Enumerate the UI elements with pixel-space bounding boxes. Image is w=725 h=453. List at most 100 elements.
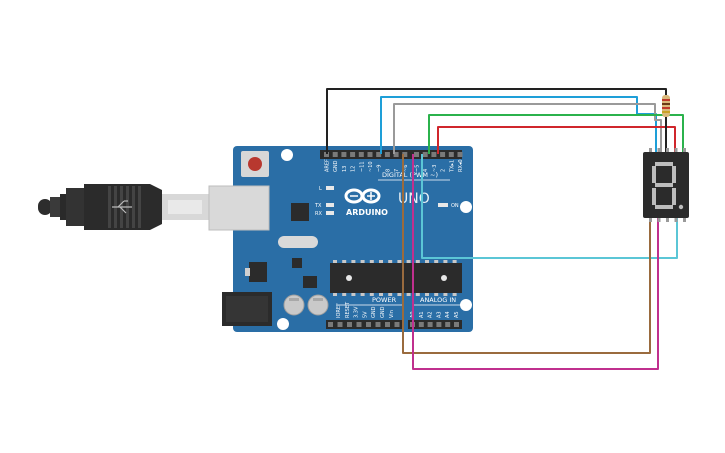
power-pin-label: RESET (345, 301, 351, 318)
l-led (326, 186, 334, 190)
mounting-hole (460, 299, 472, 311)
digital-pin-hole[interactable] (422, 152, 428, 157)
voltage-regulator (249, 262, 267, 282)
mcu-pin (443, 260, 448, 263)
display-pin[interactable] (657, 148, 661, 154)
analog-pin-label: A3 (436, 311, 442, 318)
mcu-pin (333, 260, 337, 263)
digital-pin-hole[interactable] (324, 152, 329, 157)
mcu-pin (434, 293, 439, 296)
digital-header-label: DIGITAL (PWM ~) (382, 171, 438, 179)
digital-pin-label: 13 (342, 166, 348, 172)
seven-segment-display[interactable]: 8. (0, 0, 689, 222)
digital-pin-label: 12 (351, 166, 357, 172)
wire-brown[interactable] (402, 154, 651, 354)
mcu-pin (360, 260, 365, 263)
digital-pin-hole[interactable] (414, 152, 419, 157)
power-pin-label: GND (371, 306, 377, 318)
display-pin[interactable] (683, 148, 686, 154)
analog-pin-label: A4 (445, 311, 451, 318)
arduino-logo-icon (344, 188, 381, 204)
mcu-pin (425, 293, 429, 296)
digital-pin-hole[interactable] (440, 152, 446, 157)
mounting-hole (281, 149, 293, 161)
mcu-pin (369, 293, 374, 296)
display-pin[interactable] (683, 216, 686, 222)
mcu-pin (434, 260, 439, 263)
display-pin[interactable] (666, 216, 669, 222)
analog-pin-hole[interactable] (454, 322, 459, 327)
digital-pin-label: GND (333, 160, 339, 172)
power-pin-hole[interactable] (385, 322, 390, 327)
digital-pin-hole[interactable] (350, 152, 356, 157)
digital-pin-hole[interactable] (358, 152, 364, 157)
small-chip (292, 258, 302, 268)
power-pin-hole[interactable] (337, 322, 343, 327)
svg-text:RX: RX (315, 211, 322, 217)
power-pin-label: 5V (362, 311, 368, 318)
usb-interface-chip (291, 203, 309, 221)
power-pin-hole[interactable] (356, 322, 362, 327)
mcu-pin (452, 260, 457, 263)
mcu-pin (388, 293, 393, 296)
digital-pin-header[interactable] (320, 150, 462, 159)
mcu-pin (379, 293, 383, 296)
power-pin-header[interactable] (326, 320, 404, 329)
wire-red[interactable] (437, 126, 676, 158)
digital-pin-hole[interactable] (457, 152, 463, 157)
display-pin[interactable] (649, 216, 652, 222)
segments (652, 162, 684, 210)
resistor[interactable] (662, 95, 670, 117)
usb-cable[interactable] (38, 184, 210, 230)
analog-pin-label: A5 (454, 311, 460, 318)
digital-pin-hole[interactable] (341, 152, 347, 157)
display-pin[interactable] (649, 148, 652, 154)
analog-pin-hole[interactable] (418, 322, 424, 327)
on-led (438, 203, 448, 207)
digital-pin-label: ~5 (415, 165, 421, 172)
tx-led (326, 203, 334, 207)
svg-text:ON: ON (451, 203, 459, 209)
digital-pin-hole[interactable] (431, 152, 437, 157)
analog-pin-header[interactable] (408, 320, 462, 329)
display-pin[interactable] (674, 148, 678, 154)
digital-pin-hole[interactable] (448, 152, 454, 157)
digital-pin-label: AREF (325, 159, 331, 172)
digital-pin-hole[interactable] (402, 152, 408, 157)
display-pin[interactable] (674, 216, 678, 222)
mcu-pin (388, 260, 393, 263)
power-pin-hole[interactable] (394, 322, 400, 327)
digital-pin-hole[interactable] (332, 152, 338, 157)
mcu-pin (425, 260, 429, 263)
wires (326, 88, 684, 370)
analog-pin-hole[interactable] (445, 322, 451, 327)
display-pin[interactable] (666, 148, 669, 154)
digital-pin-hole[interactable] (384, 152, 390, 157)
power-pin-hole[interactable] (328, 322, 333, 327)
power-pin-hole[interactable] (366, 322, 371, 327)
digital-pin-label: ~11 (359, 161, 365, 172)
display-pin[interactable] (657, 216, 661, 222)
mcu-pin (406, 260, 411, 263)
power-pin-hole[interactable] (347, 322, 352, 327)
reset-button[interactable] (241, 151, 269, 177)
power-pin-hole[interactable] (375, 322, 381, 327)
mcu-pin (333, 293, 337, 296)
power-pin-label: IOREF (336, 303, 342, 318)
digital-pin-hole[interactable] (367, 152, 373, 157)
analog-pin-hole[interactable] (427, 322, 433, 327)
digital-pin-label: ~6 (403, 165, 409, 172)
wire-blue[interactable] (380, 96, 657, 158)
mounting-hole (460, 201, 472, 213)
digital-pin-hole[interactable] (393, 152, 399, 157)
wire-green[interactable] (428, 114, 684, 158)
digital-pin-label: RX◂0 (458, 159, 464, 172)
wire-black-gnd[interactable] (326, 88, 667, 154)
analog-pin-hole[interactable] (436, 322, 442, 327)
mcu-pin (397, 260, 402, 263)
digital-pin-hole[interactable] (376, 152, 382, 157)
power-pin-label: 3.3V (354, 306, 360, 318)
wire-magenta[interactable] (412, 154, 659, 370)
wire-cyan[interactable] (421, 154, 678, 259)
